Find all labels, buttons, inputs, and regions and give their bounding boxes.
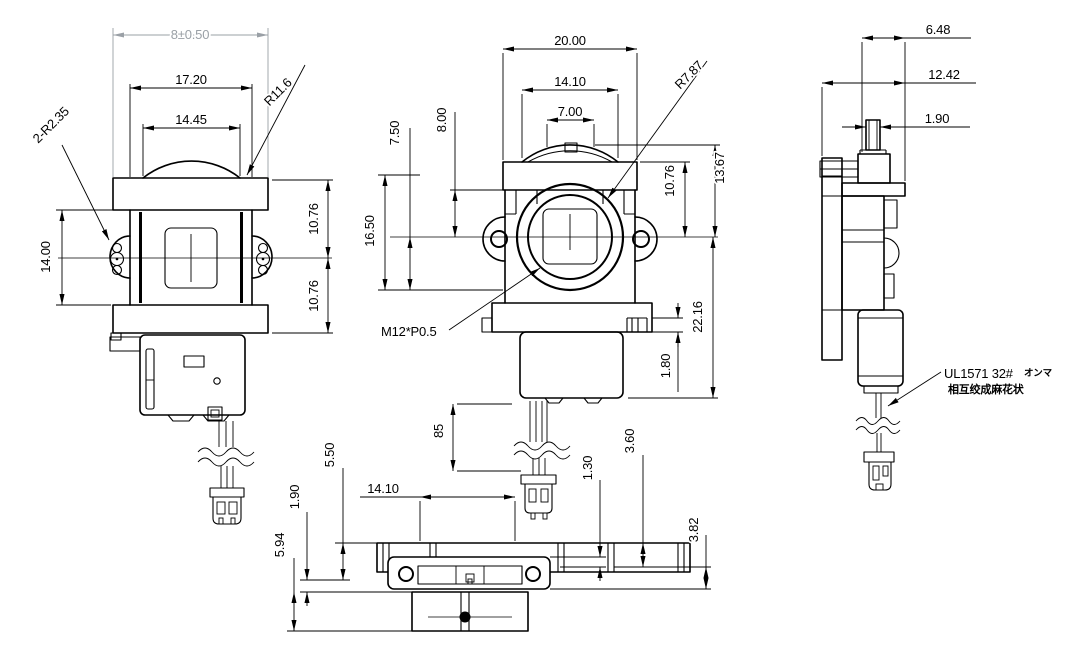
dim-bottom-right-b: 3.60 xyxy=(622,429,637,454)
lens-motor-body xyxy=(519,331,624,399)
side-wire-spec: UL1571 32# xyxy=(944,366,1014,381)
dim-bottom-left-b: 1.90 xyxy=(287,485,302,510)
dim-side-total-depth: 12.42 xyxy=(928,67,960,82)
dim-front-holes-note: 2-R2.35 xyxy=(30,104,72,146)
side-motor-body xyxy=(857,309,904,387)
lens-connector xyxy=(520,474,557,485)
side-connector xyxy=(863,451,895,463)
dim-lens-mid-width: 14.10 xyxy=(554,74,586,89)
side-wire-note: 相互绞成麻花状 xyxy=(948,382,1025,396)
side-wire-spec-note: オンマ xyxy=(1024,368,1053,379)
bottom-block xyxy=(411,591,529,632)
dim-lens-left-upper: 7.50 xyxy=(387,121,402,146)
lens-mount-hole-left xyxy=(490,230,508,248)
bottom-view: 14.10 5.50 1.90 5.94 1.30 3.60 3.82 xyxy=(270,427,711,632)
lens-mount-hole-right xyxy=(632,230,650,248)
lens-sensor-window xyxy=(542,208,598,265)
dim-side-front-depth: 6.48 xyxy=(926,22,951,37)
side-body xyxy=(841,195,885,311)
dim-side-tab-width: 1.90 xyxy=(925,111,950,126)
lens-view: 20.00 14.10 7.00 R7.87 16.50 7.50 8.00 1… xyxy=(360,31,729,520)
side-wire-break xyxy=(855,417,901,434)
dim-lens-tab-height: 1.80 xyxy=(658,354,673,379)
dim-lens-wire-length: 85 xyxy=(431,424,446,438)
front-connector xyxy=(209,487,245,498)
dim-front-height: 14.00 xyxy=(38,241,53,273)
dim-bottom-left-a: 5.50 xyxy=(322,443,337,468)
front-view: 8±0.50 17.20 14.45 R11.6 2-R2.35 14.00 1… xyxy=(28,25,333,525)
dim-lens-right-upper: 10.76 xyxy=(662,165,677,197)
front-dome-arc xyxy=(142,160,241,179)
dim-lens-thread: M12*P0.5 xyxy=(381,324,437,339)
bottom-screw-left xyxy=(398,566,414,582)
dim-lens-inner-width: 7.00 xyxy=(558,104,583,119)
front-wire-break xyxy=(197,447,255,467)
dim-front-width-inner: 14.45 xyxy=(175,112,207,127)
side-plate xyxy=(821,157,843,361)
dim-bottom-right-c: 3.82 xyxy=(686,518,701,543)
dim-front-radius-note: R11.6 xyxy=(261,75,295,109)
bottom-screw-right xyxy=(525,566,541,582)
lens-wire-break xyxy=(513,441,571,460)
dim-front-upper-half: 10.76 xyxy=(306,203,321,235)
dim-lens-overall-width: 20.00 xyxy=(554,33,586,48)
dim-front-ref-depth: 8±0.50 xyxy=(171,27,209,42)
front-motor-body xyxy=(139,334,246,416)
dim-bottom-right-a: 1.30 xyxy=(580,456,595,481)
dim-front-lower-half: 10.76 xyxy=(306,280,321,312)
dim-lens-right-outer: 13.67 xyxy=(712,152,727,184)
dim-bottom-left-c: 5.94 xyxy=(272,533,287,558)
side-view: 6.48 12.42 1.90 UL1571 32# オンマ 相互绞成麻花状 xyxy=(819,20,1055,491)
dim-lens-right-total: 22.16 xyxy=(690,301,705,333)
dim-bottom-slot-width: 14.10 xyxy=(367,481,399,496)
dim-lens-left-total: 16.50 xyxy=(362,215,377,247)
dim-lens-left-mid: 8.00 xyxy=(434,108,449,133)
lens-cap-arc xyxy=(521,144,619,163)
dim-front-width-outer: 17.20 xyxy=(175,72,207,87)
side-filter-tab xyxy=(865,119,881,151)
